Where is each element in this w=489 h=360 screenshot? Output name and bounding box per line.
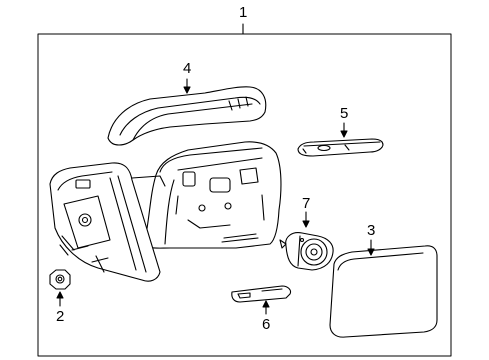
callout-1: 1 <box>239 4 248 21</box>
callout-5: 5 <box>340 105 349 122</box>
assembly-frame <box>37 33 452 357</box>
callout-6: 6 <box>262 316 271 333</box>
actuator-motor-part <box>279 232 334 271</box>
arrow-2 <box>56 291 64 299</box>
mirror-glass-part <box>329 245 438 338</box>
nut-part <box>49 269 71 290</box>
puddle-lamp-part <box>231 285 292 303</box>
arrow-3 <box>367 248 375 256</box>
callout-3: 3 <box>367 222 376 239</box>
callout-4: 4 <box>183 60 192 77</box>
arrow-7 <box>302 220 310 228</box>
mirror-cover-part <box>107 86 267 146</box>
callout-2: 2 <box>56 308 65 325</box>
mirror-housing-part <box>144 141 282 249</box>
mirror-base-bracket <box>49 162 166 282</box>
arrow-4 <box>183 86 191 94</box>
turn-signal-part <box>297 138 384 157</box>
callout-7: 7 <box>302 195 311 212</box>
arrow-6 <box>262 300 270 308</box>
arrow-5 <box>340 130 348 138</box>
